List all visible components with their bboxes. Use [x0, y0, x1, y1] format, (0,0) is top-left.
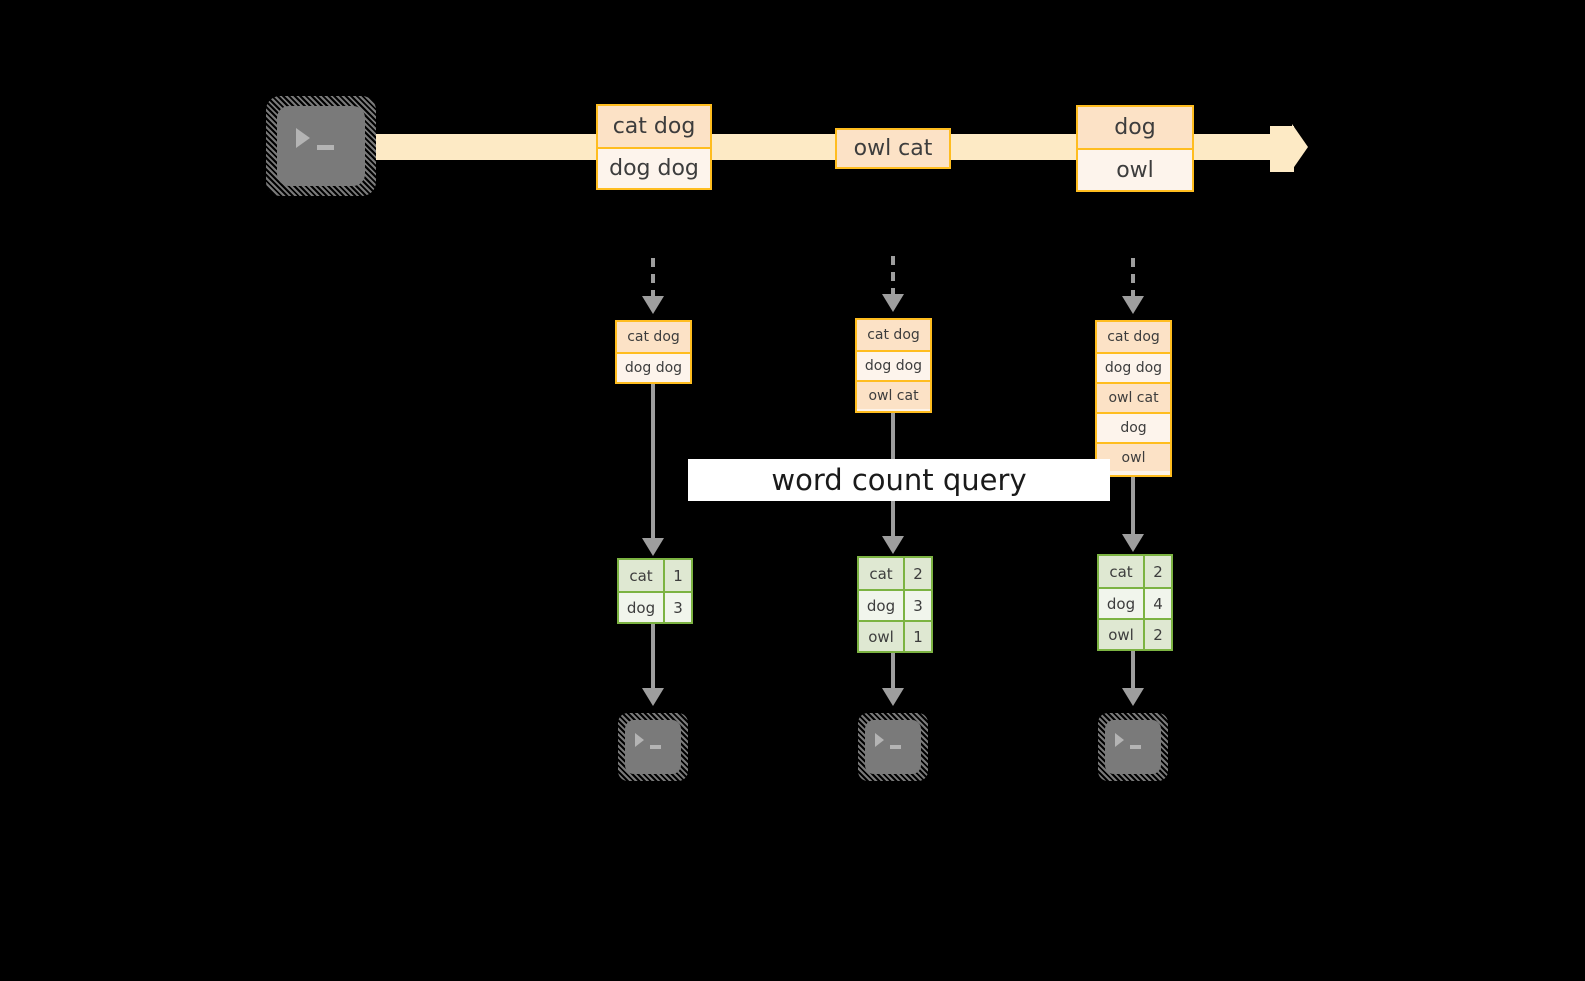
accumulated-row: dog dog [857, 350, 930, 380]
table-row: cat 1 [619, 560, 691, 591]
table-row: dog 3 [619, 591, 691, 622]
table-row: owl 1 [859, 620, 931, 651]
accumulated-row: dog dog [1097, 352, 1170, 382]
snapshot-1-tap-line [651, 258, 655, 298]
snapshot-2-tap-arrowhead [882, 294, 904, 312]
accumulated-row: owl cat [857, 380, 930, 409]
stream-group-1[interactable]: cat dog dog dog [596, 104, 712, 190]
table-row: cat 2 [859, 558, 931, 589]
snapshot-3-query-line [1131, 477, 1135, 537]
snapshot-1-query-arrowhead [642, 538, 664, 556]
result-word-cell: cat [859, 558, 903, 589]
query-banner: word count query [688, 459, 1110, 501]
table-row: dog 4 [1099, 587, 1171, 618]
result-word-cell: dog [1099, 589, 1143, 618]
accumulated-row: dog dog [617, 352, 690, 382]
result-word-cell: owl [859, 622, 903, 651]
accumulated-row: cat dog [617, 322, 690, 352]
result-count-cell: 2 [903, 558, 931, 589]
terminal-prompt-chevron-icon [635, 733, 644, 747]
snapshot-1-sink-arrowhead [642, 688, 664, 706]
accumulated-row: owl cat [1097, 382, 1170, 412]
result-word-cell: cat [1099, 556, 1143, 587]
stream-row: owl cat [837, 130, 949, 167]
source-terminal-icon[interactable] [266, 96, 376, 196]
terminal-prompt-chevron-icon [1115, 733, 1124, 747]
stream-arrow-head-base [1270, 126, 1294, 172]
snapshot-3-sink-line [1131, 651, 1135, 690]
terminal-cursor-icon [650, 745, 661, 749]
terminal-cursor-icon [317, 145, 334, 150]
result-count-cell: 1 [903, 622, 931, 651]
snapshot-3-sink-terminal-icon[interactable] [1098, 713, 1168, 781]
snapshot-1-result-table[interactable]: cat 1 dog 3 [617, 558, 693, 624]
snapshot-2-sink-arrowhead [882, 688, 904, 706]
result-count-cell: 4 [1143, 589, 1171, 618]
table-row: cat 2 [1099, 556, 1171, 587]
snapshot-2-accumulated-table[interactable]: cat dog dog dog owl cat [855, 318, 932, 413]
result-word-cell: owl [1099, 620, 1143, 649]
table-row: owl 2 [1099, 618, 1171, 649]
terminal-cursor-icon [890, 745, 901, 749]
snapshot-1-sink-line [651, 624, 655, 690]
result-count-cell: 3 [663, 593, 691, 622]
terminal-prompt-chevron-icon [875, 733, 884, 747]
stream-arrow-head [1292, 124, 1308, 170]
snapshot-3-accumulated-table[interactable]: cat dog dog dog owl cat dog owl [1095, 320, 1172, 477]
result-count-cell: 3 [903, 591, 931, 620]
snapshot-2-result-table[interactable]: cat 2 dog 3 owl 1 [857, 556, 933, 653]
snapshot-1-query-line [651, 384, 655, 540]
result-count-cell: 2 [1143, 556, 1171, 587]
stream-row: cat dog [598, 106, 710, 147]
result-count-cell: 1 [663, 560, 691, 591]
snapshot-2-sink-terminal-icon[interactable] [858, 713, 928, 781]
accumulated-row: cat dog [857, 320, 930, 350]
result-word-cell: dog [619, 593, 663, 622]
snapshot-3-sink-arrowhead [1122, 688, 1144, 706]
result-word-cell: dog [859, 591, 903, 620]
snapshot-2-query-arrowhead [882, 536, 904, 554]
stream-row: owl [1078, 148, 1192, 190]
snapshot-1-accumulated-table[interactable]: cat dog dog dog [615, 320, 692, 384]
snapshot-3-tap-arrowhead [1122, 296, 1144, 314]
snapshot-3-query-arrowhead [1122, 534, 1144, 552]
stream-row: dog dog [598, 147, 710, 188]
snapshot-1-tap-arrowhead [642, 296, 664, 314]
snapshot-3-result-table[interactable]: cat 2 dog 4 owl 2 [1097, 554, 1173, 651]
snapshot-2-sink-line [891, 653, 895, 690]
accumulated-row: dog [1097, 412, 1170, 442]
snapshot-3-tap-line [1131, 258, 1135, 298]
table-row: dog 3 [859, 589, 931, 620]
terminal-prompt-chevron-icon [296, 128, 310, 148]
result-word-cell: cat [619, 560, 663, 591]
terminal-cursor-icon [1130, 745, 1141, 749]
stream-group-3[interactable]: dog owl [1076, 105, 1194, 192]
snapshot-2-tap-line [891, 256, 895, 296]
result-count-cell: 2 [1143, 620, 1171, 649]
stream-row: dog [1078, 107, 1192, 148]
stream-group-2[interactable]: owl cat [835, 128, 951, 169]
accumulated-row: cat dog [1097, 322, 1170, 352]
snapshot-1-sink-terminal-icon[interactable] [618, 713, 688, 781]
